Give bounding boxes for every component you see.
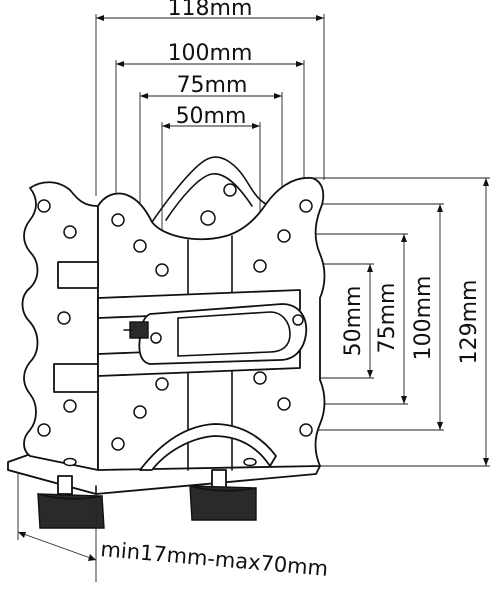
hole-icon	[299, 199, 313, 213]
back-plate	[21, 181, 99, 471]
hole-icon	[63, 457, 77, 467]
base-edge	[7, 469, 97, 495]
arrow-up-icon	[401, 234, 407, 242]
dim-label-75: 75mm	[177, 73, 248, 98]
hole-icon	[133, 405, 147, 419]
dim-label-v75: 75mm	[375, 283, 400, 354]
dim-line-clamp	[17, 531, 97, 561]
hole-icon	[150, 332, 162, 344]
arrow-up-icon	[367, 264, 373, 272]
hole-icon	[253, 259, 267, 273]
arrow-right-icon	[88, 554, 96, 561]
arrow-up-icon	[437, 204, 443, 212]
hole-icon	[200, 210, 216, 226]
clamp-range-label: min17mm-max70mm	[100, 537, 329, 581]
hole-icon	[57, 311, 71, 325]
slot-rail	[53, 363, 99, 393]
hole-icon	[223, 183, 237, 197]
arrow-right-icon	[274, 93, 282, 99]
clamp-strap-inner	[177, 311, 291, 357]
hole-icon	[63, 399, 77, 413]
arrow-left-icon	[96, 15, 104, 21]
arrow-right-icon	[316, 15, 324, 21]
foot-knob-icon[interactable]	[189, 485, 257, 521]
hole-icon	[243, 457, 257, 467]
arrow-left-icon	[162, 123, 170, 129]
bottom-arch	[139, 423, 277, 471]
foot-stem	[57, 475, 73, 495]
hole-icon	[299, 423, 313, 437]
arrow-up-icon	[483, 178, 489, 186]
hole-icon	[111, 213, 125, 227]
hole-icon	[155, 377, 169, 391]
clamp-feet	[37, 469, 257, 529]
top-arch	[151, 156, 267, 223]
hole-icon	[253, 371, 267, 385]
arrow-right-icon	[252, 123, 260, 129]
hole-icon	[111, 437, 125, 451]
hole-icon	[37, 423, 51, 437]
mounting-holes	[37, 183, 313, 467]
arrow-left-icon	[116, 61, 124, 67]
hole-icon	[63, 225, 77, 239]
hole-icon	[292, 314, 304, 326]
dim-label-50: 50mm	[176, 104, 247, 129]
arrow-right-icon	[296, 61, 304, 67]
hole-icon	[37, 199, 51, 213]
foot-knob-icon[interactable]	[37, 493, 105, 529]
dim-label-v50: 50mm	[341, 286, 366, 357]
slot-rail	[57, 261, 99, 289]
arrow-down-icon	[401, 396, 407, 404]
arrow-down-icon	[437, 422, 443, 430]
dim-label-100: 100mm	[168, 41, 253, 66]
arrow-down-icon	[483, 458, 489, 466]
clamp-strap	[138, 303, 308, 365]
foot-knob-edge	[189, 485, 257, 492]
hole-icon	[277, 397, 291, 411]
hole-icon	[155, 263, 169, 277]
hole-icon	[277, 229, 291, 243]
dim-label-v129: 129mm	[457, 280, 482, 365]
top-arch-inner	[165, 173, 253, 221]
hole-icon	[133, 239, 147, 253]
arrow-left-icon	[140, 93, 148, 99]
dim-label-118: 118mm	[168, 0, 253, 21]
right-dimensions: 50mm 75mm 100mm 129mm	[262, 177, 490, 467]
arrow-down-icon	[367, 370, 373, 378]
arrow-left-icon	[18, 532, 26, 538]
dim-label-v100: 100mm	[411, 276, 436, 361]
top-dimensions: 118mm 100mm 75mm 50mm	[95, 0, 325, 268]
bracket	[7, 156, 326, 495]
